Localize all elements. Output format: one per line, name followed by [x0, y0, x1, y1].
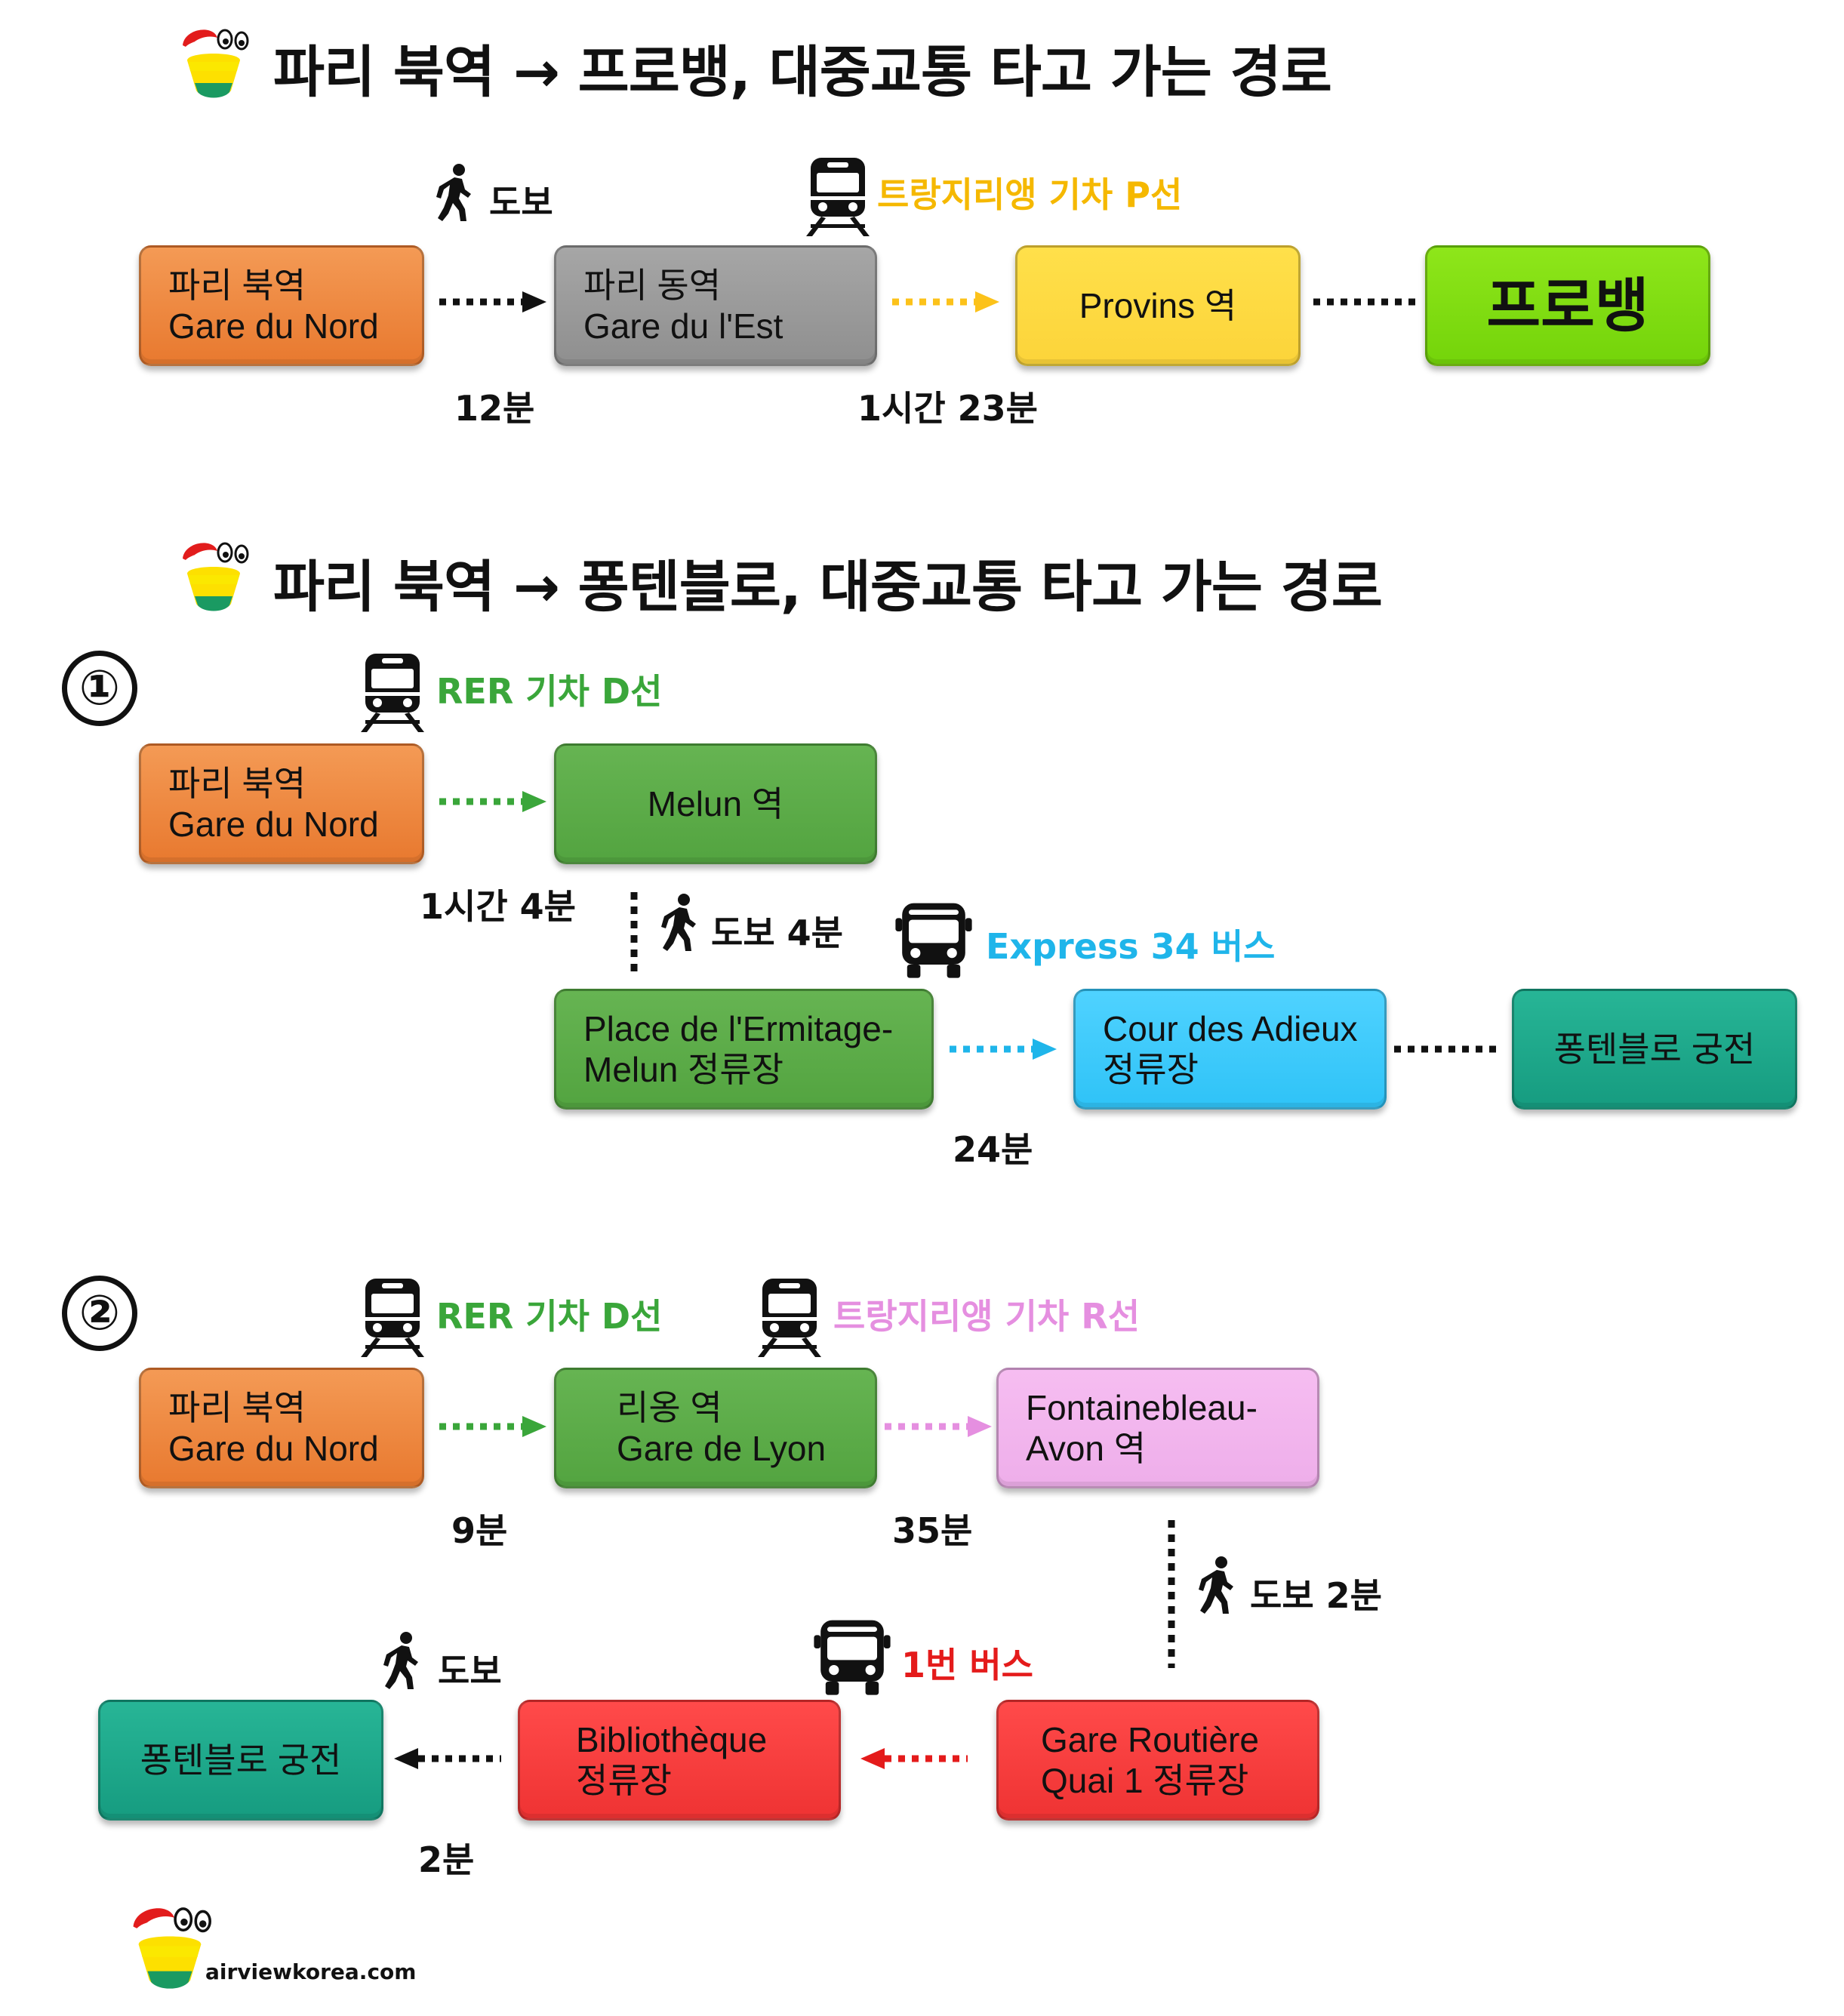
route-1-number: ① — [62, 651, 137, 726]
walk-icon — [432, 162, 477, 223]
train-p-line-label: 트랑지리앵 기차 P선 — [877, 174, 1183, 215]
walk-label: 도보 — [438, 1651, 502, 1691]
train-icon — [355, 1276, 430, 1359]
stop-name-line2: 정류장 — [1103, 1050, 1199, 1089]
dotted-line-icon — [1313, 298, 1416, 306]
stop-name-line1: Place de l'Ermitage- — [583, 1008, 894, 1048]
station-name-fr: Gare de Lyon — [617, 1429, 827, 1468]
train-icon — [355, 651, 430, 734]
mascot-logo-icon — [172, 18, 255, 101]
dotted-arrow-icon — [950, 1039, 1057, 1060]
dotted-arrow-icon — [885, 1416, 992, 1437]
mascot-logo-icon — [172, 531, 255, 614]
dotted-arrow-left-icon — [860, 1748, 968, 1769]
station-name-fr: Gare du l'Est — [583, 306, 783, 346]
walk-icon — [657, 892, 702, 953]
station-name-ko: 파리 북역 — [168, 265, 306, 305]
stop-gare-routiere: Gare Routière Quai 1 정류장 — [996, 1700, 1319, 1821]
station-name-line2: Avon 역 — [1026, 1429, 1147, 1468]
station-name-ko: 파리 북역 — [168, 1387, 306, 1427]
station-name: Melun 역 — [647, 783, 784, 823]
station-melun: Melun 역 — [554, 743, 877, 864]
duration-train: 35분 — [892, 1510, 973, 1551]
dotted-line-icon — [1168, 1520, 1175, 1668]
walk-label: 도보 — [489, 182, 553, 223]
station-name-fr: Gare du Nord — [168, 1429, 379, 1468]
destination-fontainebleau-palace: 퐁텐블로 궁전 — [98, 1700, 383, 1821]
station-fontainebleau-avon: Fontainebleau- Avon 역 — [996, 1368, 1319, 1488]
stop-bibliotheque: Bibliothèque 정류장 — [518, 1700, 841, 1821]
page-title-provins: 파리 북역 → 프로뱅, 대중교통 타고 가는 경로 — [273, 40, 1332, 105]
bus-icon — [811, 1615, 894, 1698]
station-name-ko: 파리 동역 — [583, 265, 722, 305]
station-gare-du-nord: 파리 북역 Gare du Nord — [139, 743, 424, 864]
destination-name: 퐁텐블로 궁전 — [1553, 1029, 1756, 1069]
destination-name: 프로뱅 — [1486, 272, 1649, 339]
walk-icon — [1194, 1555, 1239, 1615]
train-icon — [752, 1276, 827, 1359]
walk-4min-label: 도보 4분 — [711, 913, 843, 953]
dotted-line-icon — [1394, 1045, 1503, 1053]
walk-icon — [379, 1630, 424, 1691]
dotted-line-icon — [630, 892, 638, 972]
dotted-arrow-left-icon — [394, 1748, 501, 1769]
dotted-arrow-icon — [439, 291, 546, 312]
stop-name-line1: Cour des Adieux — [1103, 1008, 1358, 1048]
station-name-fr: Gare du Nord — [168, 805, 379, 844]
walk-2min-label: 도보 2분 — [1250, 1575, 1382, 1616]
footer-site-text: airviewkorea.com — [205, 1959, 417, 1984]
duration-walk: 2분 — [418, 1839, 475, 1880]
station-name-line1: Fontainebleau- — [1026, 1387, 1258, 1427]
duration-rer: 1시간 4분 — [420, 886, 576, 927]
duration-bus: 24분 — [953, 1129, 1033, 1170]
stop-name-line2: 정류장 — [576, 1761, 672, 1800]
train-r-line-label: 트랑지리앵 기차 R선 — [833, 1296, 1141, 1337]
route-2-number: ② — [62, 1276, 137, 1351]
destination-name: 퐁텐블로 궁전 — [140, 1740, 342, 1780]
mascot-logo-icon — [121, 1894, 219, 1993]
duration-walk: 12분 — [454, 388, 535, 429]
stop-cour-des-adieux: Cour des Adieux 정류장 — [1073, 989, 1387, 1110]
dotted-arrow-icon — [439, 791, 546, 812]
stop-place-de-l-ermitage: Place de l'Ermitage- Melun 정류장 — [554, 989, 934, 1110]
station-gare-de-l-est: 파리 동역 Gare du l'Est — [554, 245, 877, 366]
dotted-arrow-icon — [439, 1416, 546, 1437]
station-name-ko: 리옹 역 — [617, 1387, 722, 1427]
train-icon — [800, 155, 876, 238]
rer-d-line-label: RER 기차 D선 — [436, 671, 663, 712]
stop-name-line1: Gare Routière — [1041, 1719, 1259, 1759]
express-34-bus-label: Express 34 버스 — [986, 926, 1276, 967]
stop-name-line1: Bibliothèque — [576, 1719, 768, 1759]
bus-icon — [892, 898, 975, 981]
bus-1-label: 1번 버스 — [901, 1645, 1033, 1685]
station-provins: Provins 역 — [1015, 245, 1301, 366]
stop-name-line2: Melun 정류장 — [583, 1050, 784, 1089]
station-gare-du-nord: 파리 북역 Gare du Nord — [139, 245, 424, 366]
duration-train: 1시간 23분 — [857, 388, 1038, 429]
duration-rer: 9분 — [451, 1510, 508, 1551]
stop-name-line2: Quai 1 정류장 — [1041, 1761, 1249, 1800]
destination-provins: 프로뱅 — [1425, 245, 1710, 366]
station-name-fr: Gare du Nord — [168, 306, 379, 346]
station-gare-du-nord: 파리 북역 Gare du Nord — [139, 1368, 424, 1488]
station-name-ko: 파리 북역 — [168, 763, 306, 803]
rer-d-line-label: RER 기차 D선 — [436, 1296, 663, 1337]
page-title-fontainebleau: 파리 북역 → 퐁텐블로, 대중교통 타고 가는 경로 — [273, 555, 1383, 620]
station-name: Provins 역 — [1079, 285, 1237, 325]
destination-fontainebleau-palace: 퐁텐블로 궁전 — [1512, 989, 1797, 1110]
dotted-arrow-icon — [892, 291, 999, 312]
station-gare-de-lyon: 리옹 역 Gare de Lyon — [554, 1368, 877, 1488]
